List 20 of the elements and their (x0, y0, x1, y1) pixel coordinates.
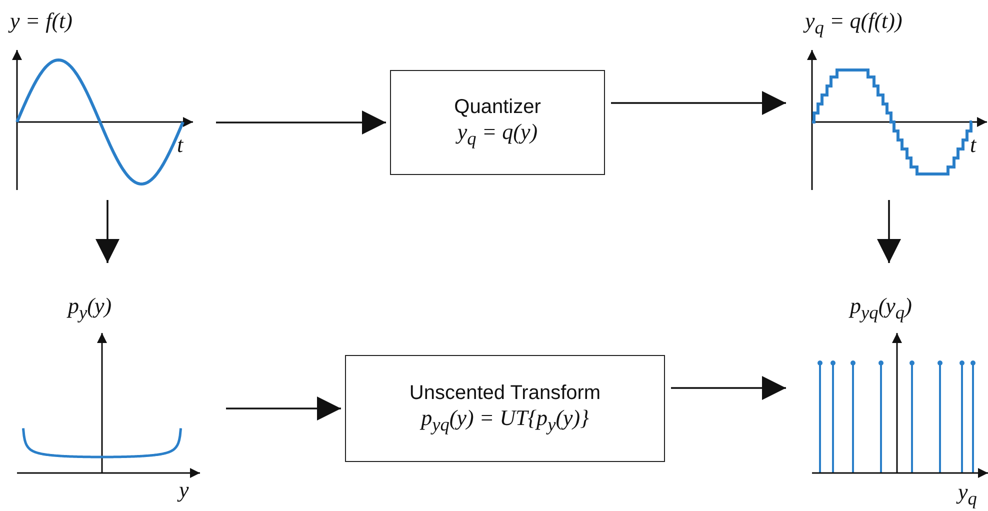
axis-label: y$_{q}$ (958, 479, 977, 510)
plot-title: y$_{q}$ = q(f(t)) (805, 8, 902, 38)
axis-label: t (177, 132, 184, 158)
box-formula: p$_{yq}$(y) = UT{p$_{y}$(y)} (421, 404, 589, 436)
arrow (226, 396, 341, 420)
axis-label: t (970, 132, 976, 158)
axis-label: y (179, 477, 189, 503)
process-box (390, 70, 605, 175)
arrow (877, 200, 901, 263)
plot-title: y = f(t) (10, 8, 72, 34)
plot-title: p$_{yq}$(y$_{q}$) (850, 293, 912, 324)
arrow (671, 376, 786, 400)
box-formula: y$_{q}$ = q(y) (457, 118, 538, 150)
arrow (96, 200, 120, 263)
arrow (611, 91, 786, 115)
arrow (216, 110, 386, 134)
process-box (345, 355, 665, 462)
box-title: Quantizer (454, 96, 541, 119)
plot-title: p$_{y}$(y) (68, 293, 112, 324)
box-title: Unscented Transform (409, 382, 601, 405)
